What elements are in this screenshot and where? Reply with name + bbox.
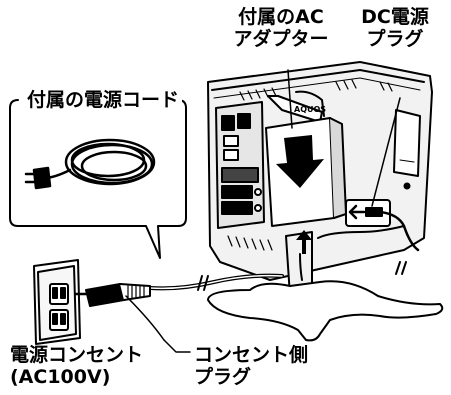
brand-mark: AQUOS [294,105,326,114]
ac-adapter-label: 付属のAC アダプター [226,6,336,50]
power-cord-label: 付属の電源コード [24,89,183,111]
power-cable [148,261,407,291]
ac-adapter [265,117,347,227]
dc-plug-label: DC電源 プラグ [350,6,440,50]
wall-plug [74,283,151,307]
dc-plug-label-line1: DC電源 [361,6,429,28]
plug-side-label-line2: プラグ [194,366,252,388]
outlet-label-line1: 電源コンセント [10,344,144,366]
wall-outlet [33,259,81,345]
adapter-holder [267,90,325,123]
dc-plug-area [317,199,420,252]
plug-side-label-line1: コンセント側 [194,344,309,366]
ac-adapter-label-line1: 付属のAC [238,6,324,28]
dc-plug-label-line2: プラグ [366,28,424,50]
terminal-panel [215,101,265,229]
monitor-stand [207,230,444,342]
leader-lines [125,69,401,353]
outlet-label: 電源コンセント (AC100V) [10,344,143,388]
coiled-cord [24,138,156,190]
ac-adapter-label-line2: アダプター [233,28,329,50]
plug-side-label: コンセント側 プラグ [194,344,308,388]
outlet-label-line2: (AC100V) [10,366,111,388]
